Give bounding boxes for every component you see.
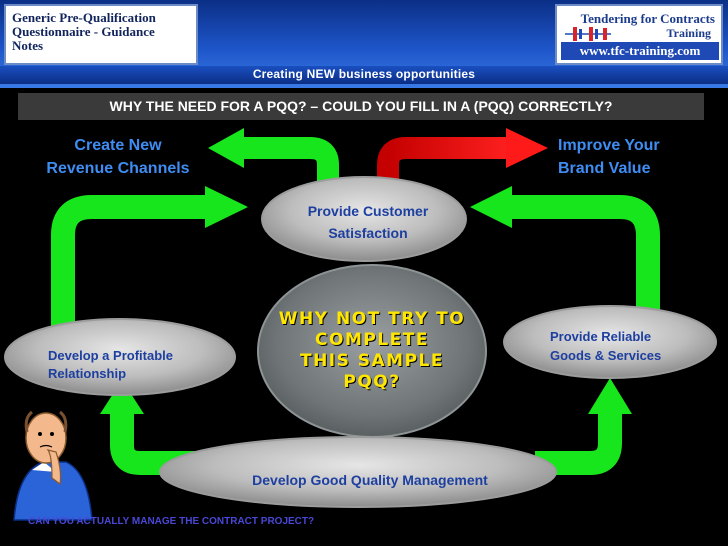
label-line: Create New bbox=[74, 137, 162, 154]
center-pqq-label: WHY NOT TRY TO COMPLETE THIS SAMPLE PQQ? bbox=[260, 309, 484, 393]
label-line: Provide Customer bbox=[307, 203, 429, 219]
document-title-box: Generic Pre-Qualification Questionnaire … bbox=[4, 4, 198, 65]
label-line: Brand Value bbox=[558, 160, 651, 177]
question-text: WHY THE NEED FOR A PQQ? – COULD YOU FILL… bbox=[109, 98, 613, 114]
quality-management-label: Develop Good Quality Management bbox=[252, 472, 488, 488]
label-line: WHY NOT TRY TO bbox=[278, 309, 466, 329]
question-bar: WHY THE NEED FOR A PQQ? – COULD YOU FILL… bbox=[18, 93, 704, 120]
label-line: THIS SAMPLE bbox=[299, 351, 445, 371]
header-strip bbox=[0, 66, 728, 84]
arrow-to-brand bbox=[377, 128, 548, 186]
label-line: Improve Your bbox=[558, 137, 660, 154]
document-title-line: Questionnaire - Guidance bbox=[12, 24, 155, 39]
reliable-goods-label: Provide Reliable Goods & Services bbox=[550, 327, 720, 365]
footer-question: CAN YOU ACTUALLY MANAGE THE CONTRACT PRO… bbox=[28, 516, 315, 527]
arrow-bottom-right bbox=[535, 378, 632, 475]
relationship-label: Develop a Profitable Relationship bbox=[48, 347, 228, 383]
tagline: Creating NEW business opportunities bbox=[252, 67, 476, 81]
label-line: Satisfaction bbox=[328, 225, 408, 241]
document-title-line: Notes bbox=[12, 38, 44, 53]
thinking-man-icon bbox=[13, 410, 93, 521]
logo-subtitle: Training bbox=[666, 26, 711, 40]
node-reliable-goods bbox=[503, 305, 717, 379]
label-line: Develop a Profitable bbox=[48, 348, 173, 363]
create-revenue-label: Create New Revenue Channels bbox=[28, 134, 208, 180]
arrow-right-up bbox=[470, 186, 660, 330]
logo-graphic-icon bbox=[565, 27, 611, 41]
label-line: COMPLETE bbox=[315, 330, 429, 350]
improve-brand-label: Improve Your Brand Value bbox=[558, 134, 718, 180]
label-line: Revenue Channels bbox=[46, 160, 190, 177]
logo-url: www.tfc-training.com bbox=[561, 42, 719, 60]
label-line: Relationship bbox=[48, 366, 127, 381]
label-line: Provide Reliable bbox=[550, 329, 652, 344]
node-relationship bbox=[4, 318, 236, 396]
node-quality-management bbox=[159, 436, 557, 508]
company-logo: Tendering for Contracts Training www.tfc… bbox=[555, 4, 723, 65]
arrow-to-revenue bbox=[208, 128, 339, 185]
customer-satisfaction-label: Provide Customer Satisfaction bbox=[280, 200, 456, 244]
logo-title: Tendering for Contracts bbox=[580, 11, 715, 26]
arrow-left-up bbox=[51, 186, 248, 345]
arrow-bottom-left bbox=[100, 380, 200, 475]
document-title-line: Generic Pre-Qualification bbox=[12, 10, 156, 25]
label-line: PQQ? bbox=[343, 372, 401, 392]
label-line: Goods & Services bbox=[550, 348, 662, 363]
node-customer-satisfaction bbox=[261, 176, 467, 262]
